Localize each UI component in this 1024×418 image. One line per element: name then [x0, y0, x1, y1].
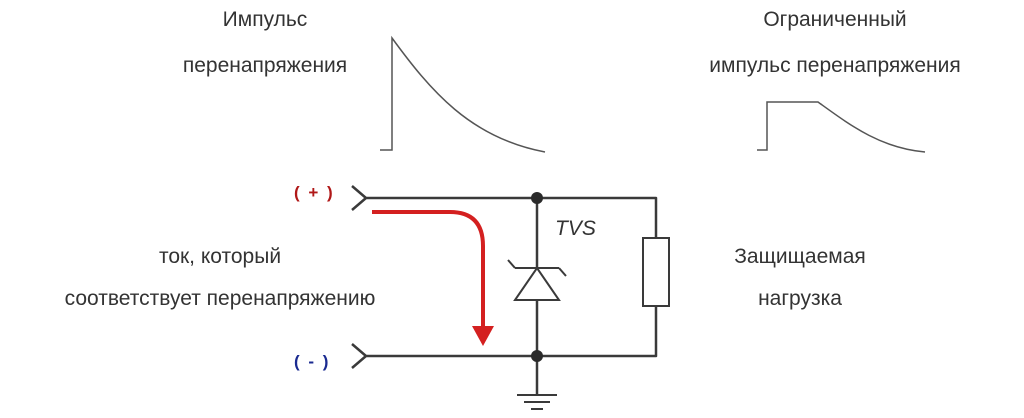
- surge-pulse-waveform: [380, 35, 546, 153]
- junction-node-bottom: [531, 350, 543, 362]
- positive-terminal-label: ( + ): [294, 183, 335, 202]
- tvs-label: TVS: [555, 217, 596, 240]
- ground-symbol: [517, 394, 557, 410]
- negative-terminal-label: ( - ): [294, 352, 331, 371]
- clamped-pulse-label-line2: импульс перенапряжения: [709, 54, 961, 77]
- clamped-pulse-label-line1: Ограниченный: [763, 8, 907, 31]
- load-label-line2: нагрузка: [758, 287, 842, 310]
- current-label-line2: соответствует перенапряжению: [64, 287, 376, 310]
- load-label: Защищаемая нагрузка: [690, 244, 910, 312]
- tvs-diode-symbol: [507, 259, 567, 301]
- surge-pulse-label-line1: Импульс: [222, 8, 308, 31]
- surge-pulse-label: Импульс перенапряжения: [140, 7, 390, 79]
- load-label-line1: Защищаемая: [734, 245, 866, 268]
- clamped-pulse-waveform: [757, 101, 926, 153]
- bottom-wire: [351, 306, 658, 369]
- load-resistor: [642, 237, 670, 307]
- current-label: ток, который соответствует перенапряжени…: [0, 244, 440, 312]
- junction-node-top: [531, 192, 543, 204]
- current-arrow-path: [372, 210, 485, 330]
- current-arrowhead: [472, 326, 494, 346]
- clamped-pulse-label: Ограниченный импульс перенапряжения: [660, 7, 1010, 79]
- top-wire: [351, 185, 658, 238]
- surge-pulse-label-line2: перенапряжения: [182, 54, 348, 77]
- current-label-line1: ток, который: [158, 245, 282, 268]
